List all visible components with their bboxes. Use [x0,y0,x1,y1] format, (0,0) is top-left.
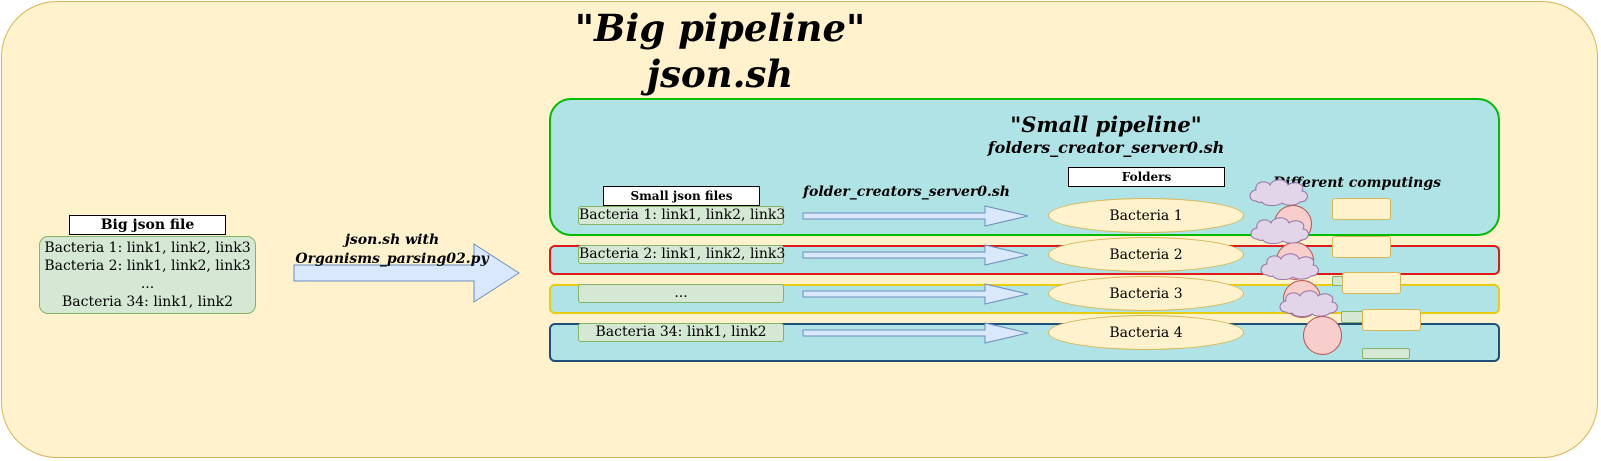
computing-green-rect-3 [1362,348,1410,359]
big-json-line: Bacteria 2: link1, link2, link3 [44,258,251,274]
main-arrow-label-line2: Organisms_parsing02.py [295,251,489,267]
big-json-label: Big json file [69,215,226,235]
computing-cloud-3 [1260,253,1319,280]
folder-bacteria-2: Bacteria 2 [1048,237,1244,272]
small-json-label: Small json files [603,186,760,206]
folder-bacteria-3: Bacteria 3 [1048,276,1244,311]
computing-green-rect-2 [1341,311,1363,323]
folder-bacteria-4: Bacteria 4 [1048,315,1244,350]
main-arrow-label-line1: json.sh with [344,232,440,248]
main-arrow [293,243,520,303]
arrow-bacteria-1 [802,205,1029,227]
computing-yellow-rect-2 [1332,236,1391,258]
computings-label: Different computings [1273,175,1442,191]
big-pipeline-subtitle: json.sh [646,52,794,96]
script-label: folder_creators_server0.sh [803,184,1010,200]
folders-label: Folders [1068,167,1225,187]
small-json-item-1: Bacteria 1: link1, link2, link3 [578,206,786,225]
big-json-line: Bacteria 1: link1, link2, link3 [44,240,251,256]
computing-circle-4 [1303,316,1342,355]
big-pipeline-title: "Big pipeline" [574,6,866,50]
computing-cloud-2 [1250,217,1309,244]
small-json-item-2: Bacteria 2: link1, link2, link3 [578,245,786,264]
computing-yellow-rect-1 [1332,198,1391,220]
small-json-item-4: Bacteria 34: link1, link2 [578,323,784,342]
small-json-item-3: ... [578,284,784,303]
arrow-bacteria-3 [802,283,1029,305]
big-json-line: Bacteria 34: link1, link2 [62,294,233,310]
arrow-bacteria-4 [802,322,1029,344]
computing-cloud-1 [1249,179,1308,206]
folder-bacteria-1: Bacteria 1 [1048,198,1244,233]
big-json-line: ... [140,276,155,292]
computing-cloud-4 [1279,290,1338,317]
arrow-bacteria-2 [802,244,1029,266]
computing-yellow-rect-3 [1342,272,1401,294]
computing-yellow-rect-4 [1362,309,1421,331]
big-json-box: Bacteria 1: link1, link2, link3 Bacteria… [39,236,256,314]
small-pipeline-subtitle: folders_creator_server0.sh [987,138,1225,157]
small-pipeline-title: "Small pipeline" [1010,112,1202,137]
